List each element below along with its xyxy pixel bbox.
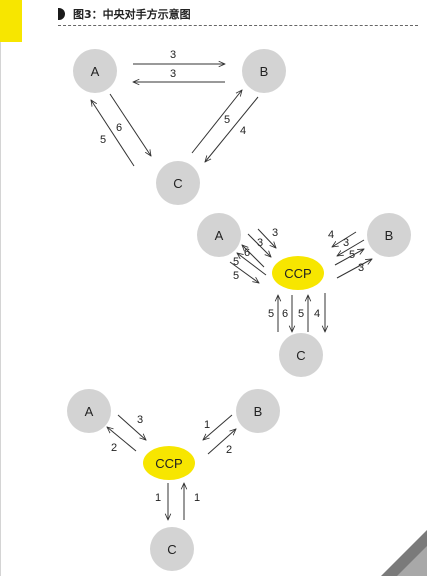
flow-b-to-ccp: 1 — [204, 419, 210, 431]
flow-c-to-a: 5 — [100, 134, 106, 146]
flow-a-ccp-2: 3 — [257, 237, 263, 249]
flow-ccp-to-b: 2 — [226, 444, 232, 456]
node-b — [236, 389, 280, 433]
diagram-bilateral: A B C 3 3 5 6 5 4 — [73, 49, 286, 205]
node-b-label: B — [254, 404, 263, 419]
arrow-a-to-c — [109, 93, 151, 156]
flow-ccp-c-2: 4 — [314, 308, 320, 320]
arrow-b-to-c — [205, 96, 259, 162]
arrow-b-to-ccp — [337, 239, 365, 256]
ccp-label: CCP — [155, 456, 182, 471]
bullet-icon — [58, 8, 65, 20]
arrow-ccp-to-a — [242, 245, 265, 268]
node-c-label: C — [173, 176, 182, 191]
diagram-ccp-gross: A B C CCP 3 3 6 5 5 4 3 5 3 5 6 5 4 — [197, 213, 411, 377]
arrow-ccp-to-b — [336, 259, 372, 279]
diagram-ccp-net: A B C CCP 3 2 1 2 1 1 — [67, 389, 280, 571]
flow-ccp-b-1: 5 — [349, 249, 355, 261]
flow-b-ccp-2: 3 — [343, 237, 349, 249]
flow-b-to-a: 3 — [170, 68, 176, 80]
arrow-a-to-ccp — [257, 228, 276, 248]
flow-c-ccp-2: 5 — [298, 308, 304, 320]
arrow-a-to-ccp — [247, 233, 271, 257]
arrow-a-to-ccp — [117, 414, 146, 440]
flow-a-to-ccp: 3 — [137, 414, 143, 426]
node-b-label: B — [385, 228, 394, 243]
flow-ccp-to-c: 1 — [155, 492, 161, 504]
node-a-label: A — [91, 64, 100, 79]
flow-b-ccp-1: 4 — [328, 229, 334, 241]
node-c-label: C — [167, 542, 176, 557]
flow-c-to-b: 5 — [224, 114, 230, 126]
arrow-ccp-to-b — [334, 249, 364, 266]
flow-ccp-to-a: 2 — [111, 442, 117, 454]
flow-ccp-c-1: 6 — [282, 308, 288, 320]
left-rule — [0, 42, 1, 576]
ccp-node — [272, 256, 324, 290]
flow-a-ccp-1: 3 — [272, 227, 278, 239]
flow-a-to-c: 6 — [116, 122, 122, 134]
arrow-a-to-ccp — [229, 261, 259, 283]
node-c-label: C — [296, 348, 305, 363]
node-a — [73, 49, 117, 93]
flow-b-to-c: 4 — [240, 125, 246, 137]
arrow-ccp-to-a — [237, 253, 267, 276]
node-a-label: A — [85, 404, 94, 419]
flow-a-ccp-3: 5 — [233, 270, 239, 282]
ccp-node — [143, 446, 195, 480]
figure-header: 图3：中央对手方示意图 — [58, 3, 418, 26]
ccp-label: CCP — [284, 266, 311, 281]
flow-ccp-a-2: 5 — [233, 256, 239, 268]
arrow-c-to-a — [91, 100, 135, 167]
node-c — [150, 527, 194, 571]
node-a-label: A — [215, 228, 224, 243]
node-b-label: B — [260, 64, 269, 79]
corner-accent-light-gray — [397, 546, 427, 576]
node-b — [367, 213, 411, 257]
flow-c-to-ccp: 1 — [194, 492, 200, 504]
arrow-ccp-to-b — [207, 429, 236, 455]
arrow-ccp-to-a — [107, 427, 137, 452]
corner-accent-yellow — [0, 0, 22, 42]
arrow-c-to-b — [191, 90, 242, 154]
figure-title: 图3：中央对手方示意图 — [73, 8, 191, 21]
flow-a-to-b: 3 — [170, 49, 176, 61]
node-a — [67, 389, 111, 433]
node-c — [156, 161, 200, 205]
node-b — [242, 49, 286, 93]
arrow-b-to-ccp — [332, 231, 357, 247]
flow-c-ccp-1: 5 — [268, 308, 274, 320]
node-a — [197, 213, 241, 257]
flow-ccp-a-1: 6 — [244, 247, 250, 259]
flow-ccp-b-2: 3 — [358, 262, 364, 274]
arrow-b-to-ccp — [203, 414, 233, 440]
node-c — [279, 333, 323, 377]
